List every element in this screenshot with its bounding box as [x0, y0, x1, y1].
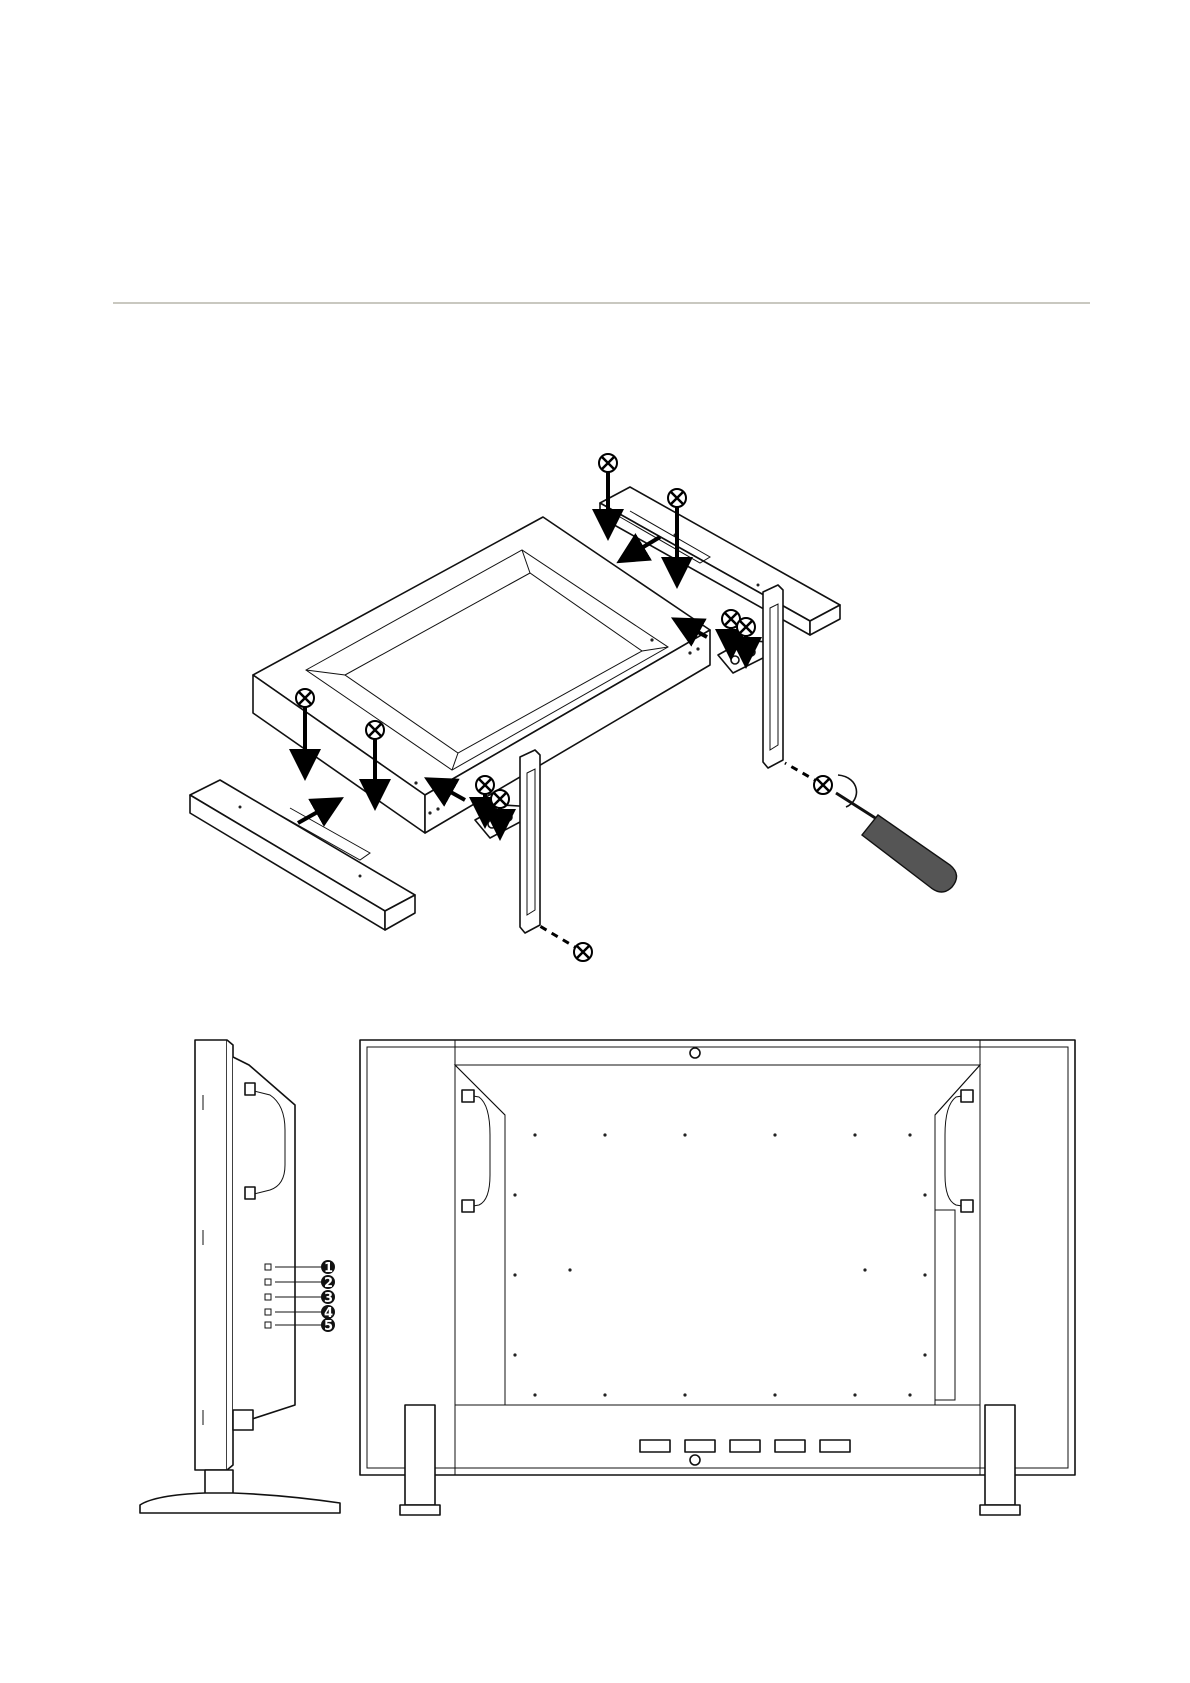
rear-view-illustration: [355, 1035, 1080, 1520]
stand-assembly-illustration: [190, 455, 1050, 975]
section-divider: [113, 302, 1090, 304]
callout-2: 2: [324, 1276, 333, 1291]
screwdriver-icon: [836, 775, 957, 892]
callout-5: 5: [324, 1319, 333, 1334]
side-view-illustration: 1 2 3 4 5: [135, 1035, 345, 1520]
callout-3: 3: [324, 1291, 333, 1306]
callout-1: 1: [324, 1261, 333, 1276]
